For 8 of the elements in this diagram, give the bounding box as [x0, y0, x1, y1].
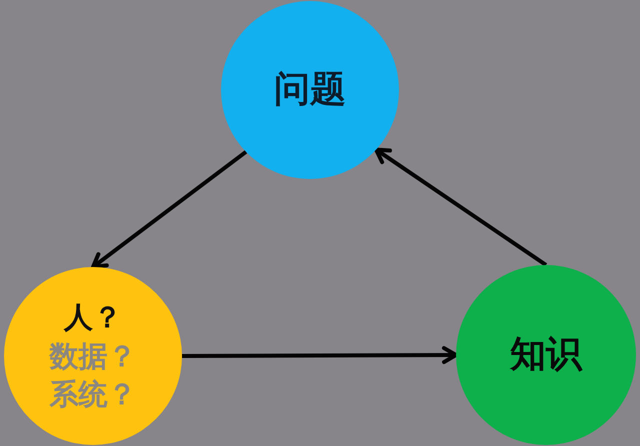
arrow	[91, 150, 248, 269]
node-label: 数据？	[50, 338, 136, 374]
node-label: 问题	[274, 68, 346, 112]
node-label: 知识	[510, 333, 582, 377]
node-label: 系统？	[50, 377, 136, 412]
node-label: 人？	[64, 300, 122, 335]
arrow	[182, 346, 458, 364]
arrow	[374, 148, 548, 267]
